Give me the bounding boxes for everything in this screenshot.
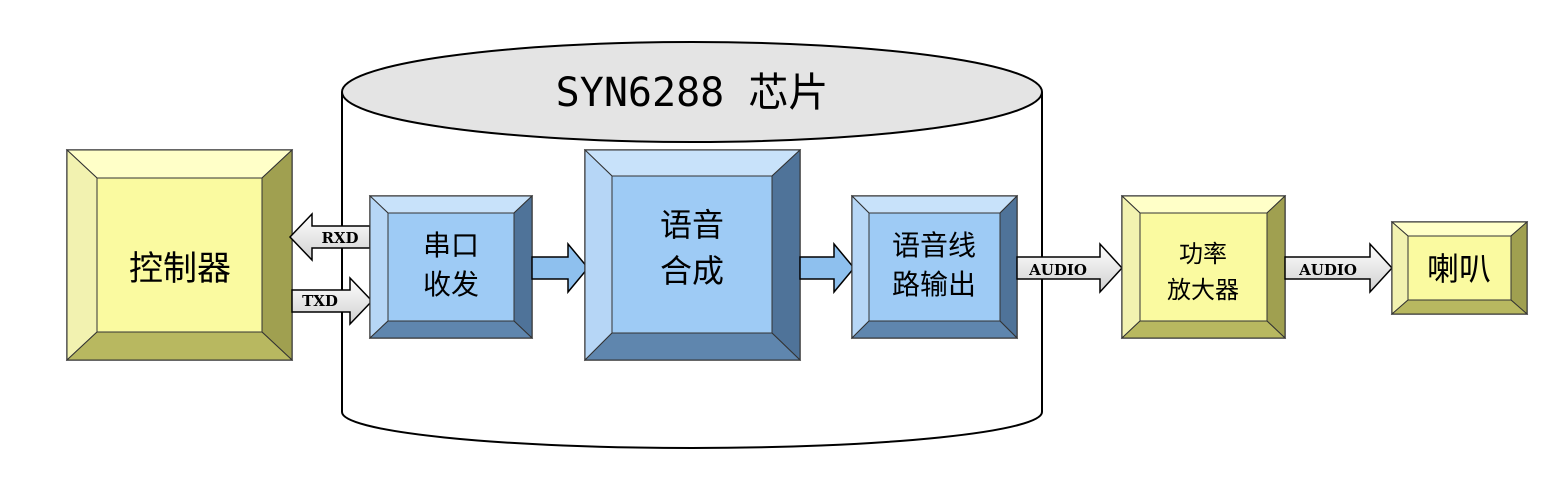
controller-label: 控制器 bbox=[129, 249, 231, 289]
arrow-synth-to-voice-out bbox=[799, 241, 855, 295]
speaker-label: 喇叭 bbox=[1427, 250, 1491, 288]
rxd-arrow: RXD bbox=[288, 212, 371, 262]
rxd-label: RXD bbox=[321, 229, 358, 247]
txd-arrow: TXD bbox=[291, 276, 374, 326]
arrow-uart-to-synth bbox=[531, 241, 589, 295]
speaker-block: 喇叭 bbox=[1390, 220, 1529, 316]
audio-arrow-2: AUDIO bbox=[1284, 242, 1394, 294]
synth-label-line1: 语音 bbox=[660, 206, 724, 244]
chip-cylinder-top bbox=[341, 41, 1043, 143]
voice-out-label-line2: 路输出 bbox=[892, 268, 976, 301]
synth-block: 语音 合成 bbox=[583, 148, 802, 362]
amplifier-block: 功率 放大器 bbox=[1120, 194, 1287, 340]
chip-title: SYN6288 芯片 bbox=[556, 70, 829, 116]
controller-block: 控制器 bbox=[65, 148, 294, 362]
uart-label-line2: 收发 bbox=[423, 268, 479, 301]
amplifier-label-line1: 功率 bbox=[1179, 240, 1227, 268]
txd-label: TXD bbox=[302, 292, 338, 310]
uart-block: 串口 收发 bbox=[368, 194, 534, 340]
audio-label-1: AUDIO bbox=[1028, 261, 1087, 279]
voice-out-label-line1: 语音线 bbox=[892, 229, 976, 262]
audio-label-2: AUDIO bbox=[1298, 261, 1357, 279]
audio-arrow-1: AUDIO bbox=[1016, 242, 1124, 294]
amplifier-label-line2: 放大器 bbox=[1167, 276, 1239, 304]
uart-label-line1: 串口 bbox=[423, 229, 479, 262]
synth-label-line2: 合成 bbox=[660, 252, 724, 290]
voice-out-block: 语音线 路输出 bbox=[850, 194, 1019, 340]
